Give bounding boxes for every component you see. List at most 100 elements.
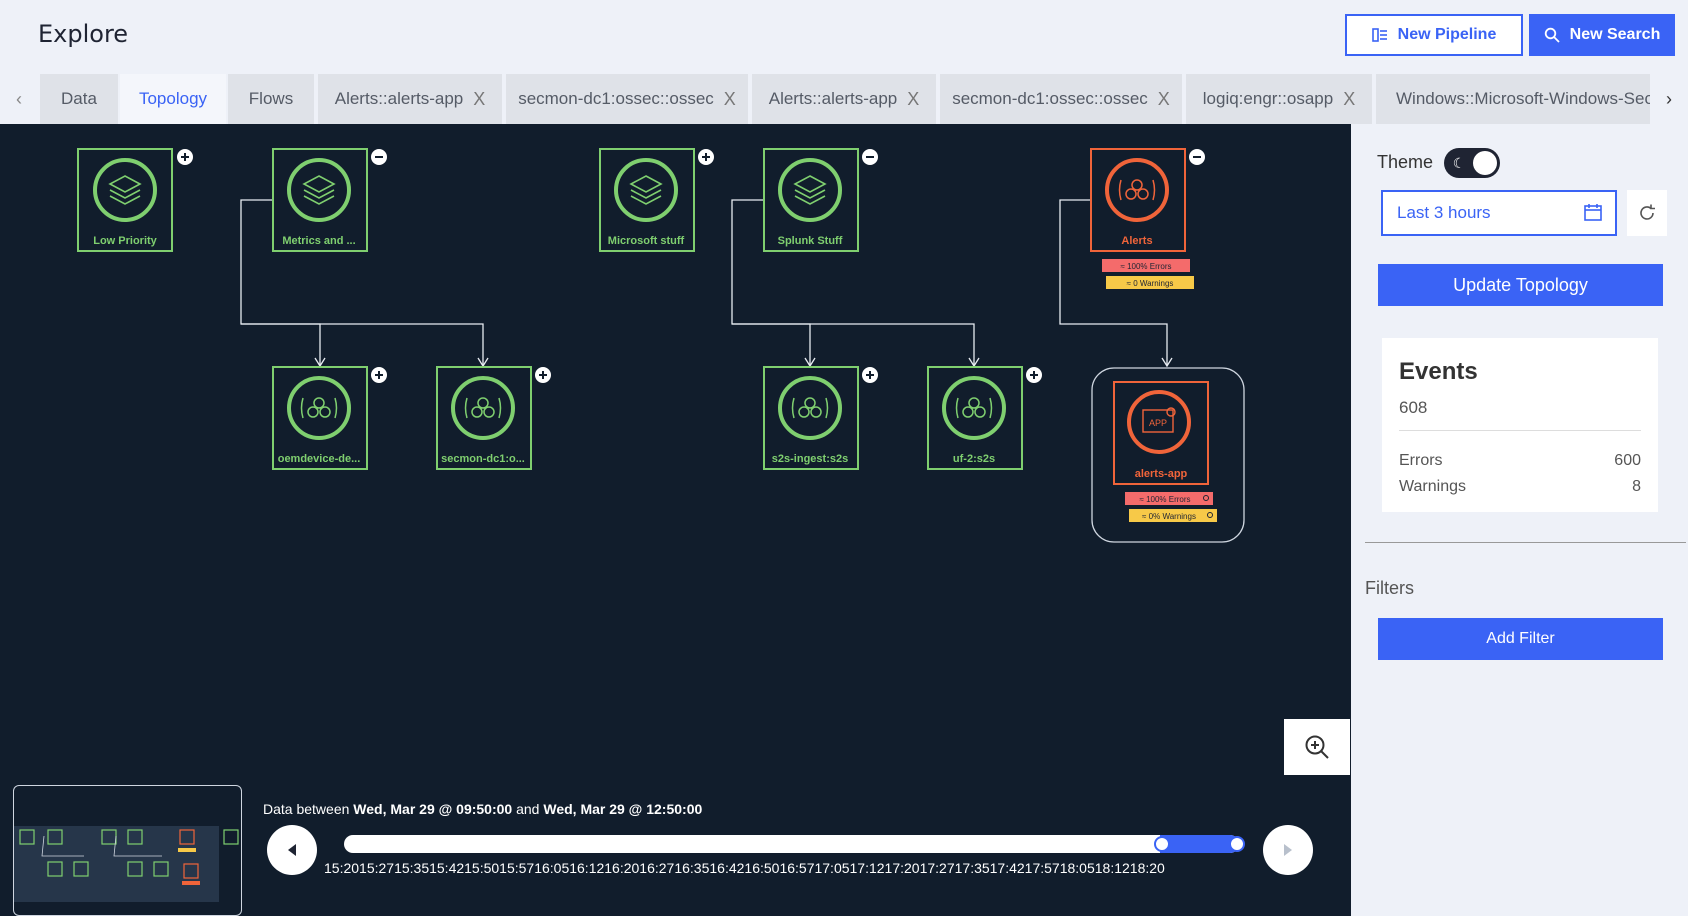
node-microsoft[interactable]: Microsoft stuff	[599, 148, 695, 252]
node-label: s2s-ingest:s2s	[772, 453, 848, 465]
node-s2s-ingest[interactable]: s2s-ingest:s2s	[763, 366, 859, 470]
tab-secmon-ossec[interactable]: secmon-dc1:ossec::ossec X	[506, 74, 748, 124]
timeline-selection	[1160, 835, 1239, 853]
expand-icon[interactable]	[698, 149, 714, 165]
errors-badge: ≈ 100% Errors	[1102, 259, 1190, 272]
tab-flows[interactable]: Flows	[228, 74, 314, 124]
zoom-in-icon	[1305, 735, 1329, 759]
node-uf-2[interactable]: uf-2:s2s	[927, 366, 1023, 470]
collapse-icon[interactable]	[1189, 149, 1205, 165]
page-title: Explore	[38, 20, 129, 48]
search-icon[interactable]	[1207, 512, 1213, 518]
timeline-slider-track[interactable]	[344, 835, 1239, 853]
timeline-start-handle[interactable]	[1154, 836, 1170, 852]
tab-label: Alerts::alerts-app	[334, 89, 464, 108]
data-range-end: Wed, Mar 29 @ 12:50:00	[543, 801, 703, 817]
new-pipeline-button[interactable]: New Pipeline	[1345, 14, 1523, 56]
warnings-label: Warnings	[1399, 478, 1466, 495]
warnings-badge-text: ≈ 0% Warnings	[1142, 512, 1196, 521]
moon-icon: ☾	[1452, 155, 1466, 171]
search-icon	[1544, 27, 1560, 43]
time-range-input[interactable]: Last 3 hours	[1381, 190, 1617, 236]
edge-alerts-alertsapp	[1059, 199, 1168, 365]
tab-windows-security[interactable]: Windows::Microsoft-Windows-Sec...	[1376, 74, 1650, 124]
cluster-icon	[791, 397, 829, 419]
new-search-button[interactable]: New Search	[1529, 14, 1675, 56]
timeline-tick-labels: 15:2015:2715:3515:4215:5015:5716:0516:12…	[324, 860, 1165, 876]
layers-icon	[302, 175, 336, 205]
errors-row: Errors 600	[1399, 452, 1641, 470]
events-card: Events 608 Errors 600 Warnings 8	[1382, 338, 1658, 512]
add-filter-button[interactable]: Add Filter	[1378, 618, 1663, 660]
node-label: oemdevice-de...	[278, 453, 361, 465]
tab-alerts-alerts-app[interactable]: Alerts::alerts-app X	[318, 74, 502, 124]
tab-data[interactable]: Data	[40, 74, 118, 124]
cluster-icon	[464, 397, 502, 419]
node-oemdevice[interactable]: oemdevice-de...	[272, 366, 368, 470]
tab-close-icon[interactable]: X	[1343, 88, 1356, 109]
collapse-icon[interactable]	[371, 149, 387, 165]
refresh-button[interactable]	[1627, 190, 1667, 236]
time-range-value: Last 3 hours	[1397, 203, 1491, 222]
topology-edges	[240, 199, 1168, 365]
topology-minimap[interactable]	[13, 785, 242, 916]
divider	[1365, 542, 1686, 543]
node-alerts-app[interactable]: APP alerts-app	[1113, 381, 1209, 485]
node-label: uf-2:s2s	[953, 453, 995, 465]
warnings-row: Warnings 8	[1399, 478, 1641, 496]
errors-value: 600	[1614, 452, 1641, 469]
expand-icon[interactable]	[371, 367, 387, 383]
tab-label: Windows::Microsoft-Windows-Sec...	[1396, 89, 1650, 108]
zoom-in-button[interactable]	[1284, 719, 1350, 775]
timeline-end-handle[interactable]	[1229, 836, 1245, 852]
node-label: secmon-dc1:o...	[441, 453, 525, 465]
tab-bar: ‹ Data Topology Flows Alerts::alerts-app…	[0, 74, 1688, 124]
tabs-scroll-left-icon[interactable]: ‹	[16, 88, 22, 109]
tab-label: secmon-dc1:ossec::ossec	[952, 89, 1148, 108]
tab-label: secmon-dc1:ossec::ossec	[518, 89, 714, 108]
node-alerts[interactable]: Alerts	[1090, 148, 1186, 252]
tab-close-icon[interactable]: X	[1157, 88, 1170, 109]
update-topology-button[interactable]: Update Topology	[1378, 264, 1663, 306]
node-low-priority[interactable]: Low Priority	[77, 148, 173, 252]
errors-badge-text: ≈ 100% Errors	[1139, 495, 1190, 504]
timeline-next-button[interactable]	[1263, 825, 1313, 875]
right-sidebar: Theme ☾ Last 3 hours Update Topology Eve…	[1351, 124, 1688, 916]
theme-label: Theme	[1377, 152, 1434, 172]
tab-alerts-alerts-app-2[interactable]: Alerts::alerts-app X	[752, 74, 936, 124]
tabs-scroll-right-icon[interactable]: ›	[1666, 88, 1672, 109]
timeline-prev-button[interactable]	[267, 825, 317, 875]
edge-arrowheads	[314, 357, 1173, 368]
pipeline-icon	[1371, 28, 1387, 42]
collapse-icon[interactable]	[862, 149, 878, 165]
expand-icon[interactable]	[535, 367, 551, 383]
node-splunk[interactable]: Splunk Stuff	[763, 148, 859, 252]
tab-label: Data	[61, 89, 97, 108]
cluster-icon	[955, 397, 993, 419]
app-icon-text: APP	[1149, 418, 1167, 428]
data-range-text: Data between Wed, Mar 29 @ 09:50:00 and …	[263, 801, 702, 817]
search-icon[interactable]	[1203, 495, 1209, 501]
node-metrics[interactable]: Metrics and ...	[272, 148, 368, 252]
expand-icon[interactable]	[862, 367, 878, 383]
expand-icon[interactable]	[1026, 367, 1042, 383]
expand-icon[interactable]	[177, 149, 193, 165]
calendar-icon[interactable]	[1583, 202, 1603, 222]
node-label: alerts-app	[1135, 468, 1188, 480]
divider	[1399, 430, 1641, 431]
warnings-badge: ≈ 0 Warnings	[1106, 276, 1194, 289]
data-range-and: and	[516, 801, 540, 817]
tab-topology[interactable]: Topology	[120, 74, 226, 124]
theme-toggle[interactable]: ☾	[1444, 148, 1500, 178]
topology-canvas[interactable]: Low Priority Metrics and ... Microsoft s…	[0, 124, 1351, 916]
node-label: Microsoft stuff	[608, 235, 685, 247]
cluster-icon	[300, 397, 338, 419]
tab-label: Alerts::alerts-app	[768, 89, 898, 108]
tab-close-icon[interactable]: X	[907, 88, 920, 109]
tab-close-icon[interactable]: X	[723, 88, 736, 109]
new-pipeline-label: New Pipeline	[1397, 26, 1497, 43]
tab-secmon-ossec-2[interactable]: secmon-dc1:ossec::ossec X	[940, 74, 1182, 124]
node-secmon[interactable]: secmon-dc1:o...	[436, 366, 532, 470]
tab-close-icon[interactable]: X	[473, 88, 486, 109]
